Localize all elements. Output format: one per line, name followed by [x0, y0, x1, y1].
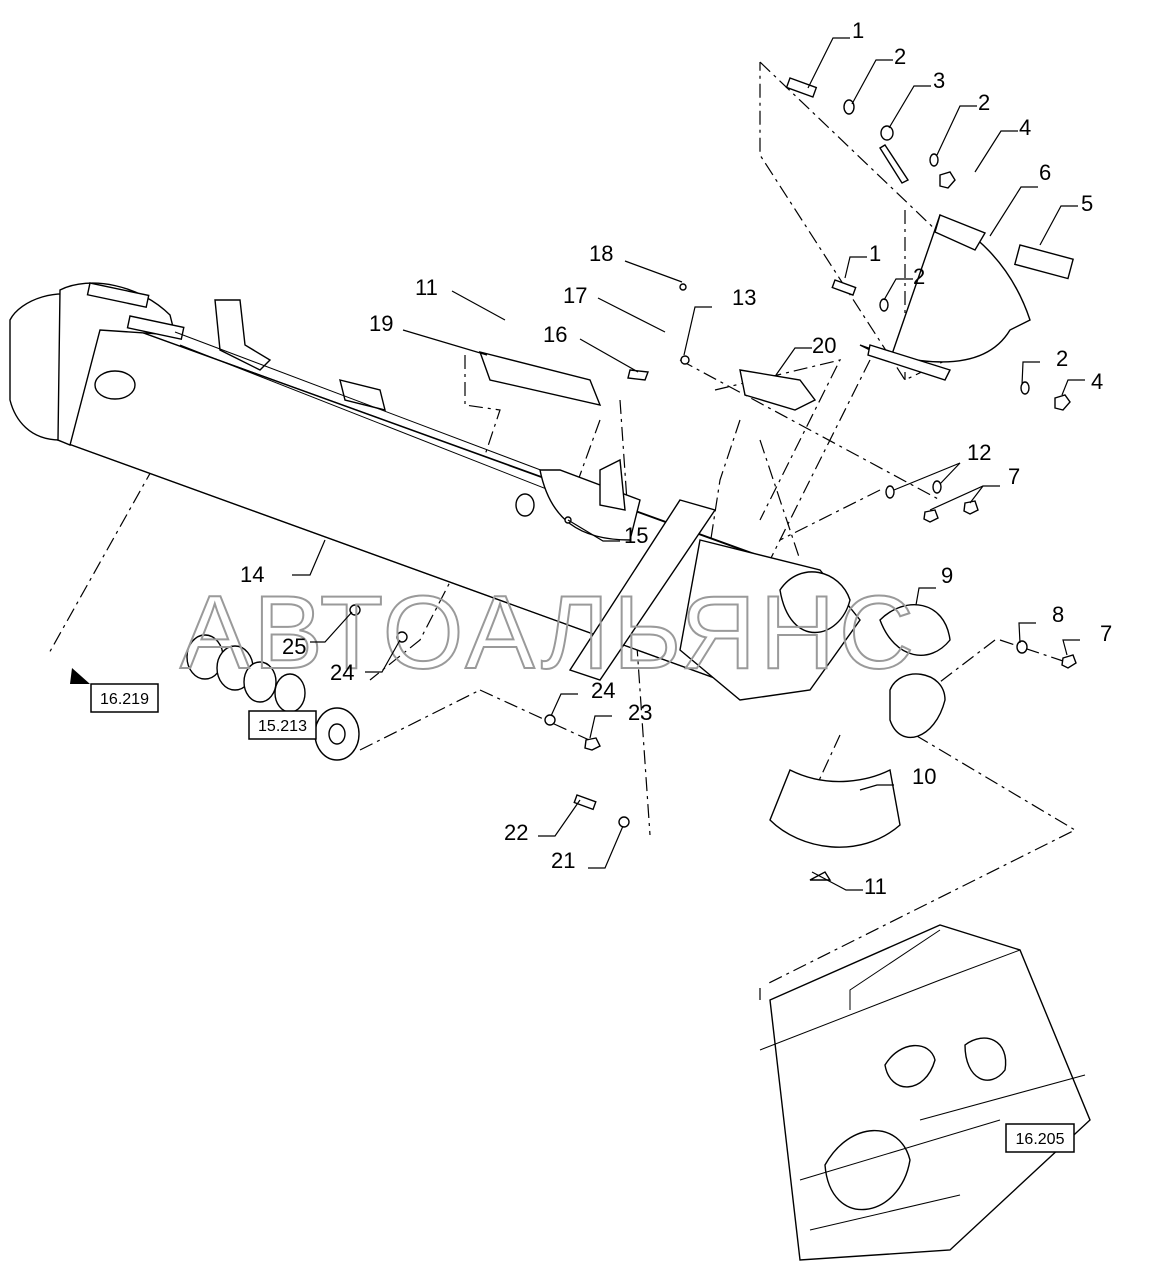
assembly-lines [47, 61, 1077, 1000]
bolt-13 [680, 355, 690, 365]
flap-19 [478, 350, 602, 406]
hardware [349, 77, 1077, 828]
shield-bottom-lip [867, 344, 951, 381]
callout-22: 22 [504, 820, 528, 845]
clip-16 [627, 369, 649, 381]
reference-label: 16.205 [1016, 1131, 1065, 1148]
bracket-15 [599, 458, 626, 511]
arrow-head [70, 668, 90, 684]
reference-16-219[interactable]: 16.219 [90, 683, 159, 713]
callout-13: 13 [732, 285, 756, 310]
callout-7: 7 [1008, 464, 1020, 489]
callout-18: 18 [589, 241, 613, 266]
bracket-20 [739, 369, 817, 411]
callout-9: 9 [941, 563, 953, 588]
auger-tube [9, 282, 801, 681]
sprocket-assembly [186, 634, 360, 761]
callout-21: 21 [551, 848, 575, 873]
tube-end [889, 673, 946, 739]
callout-8: 8 [1052, 602, 1064, 627]
housing-opening [779, 571, 851, 633]
callout-16: 16 [543, 322, 567, 347]
leader-lines [292, 37, 1085, 891]
callout-4: 4 [1091, 369, 1103, 394]
half-shell-10 [769, 768, 901, 848]
callout-25: 25 [282, 634, 306, 659]
callout-24: 24 [330, 660, 354, 685]
channel-support [568, 499, 717, 681]
callout-2: 2 [1056, 346, 1068, 371]
callout-6: 6 [1039, 160, 1051, 185]
callout-24: 24 [591, 678, 615, 703]
callout-2: 2 [913, 264, 925, 289]
clamp-9 [879, 604, 951, 656]
callout-19: 19 [369, 311, 393, 336]
pin-5 [1013, 244, 1074, 280]
callout-15: 15 [624, 523, 648, 548]
pin-18 [679, 283, 687, 291]
callout-20: 20 [812, 333, 836, 358]
hopper [759, 924, 1091, 1261]
callout-1: 1 [852, 18, 864, 43]
callout-11: 11 [864, 874, 887, 899]
reference-label: 16.219 [100, 691, 149, 708]
reference-15-213[interactable]: 15.213 [248, 710, 317, 740]
callout-23: 23 [628, 700, 652, 725]
callout-12: 12 [967, 440, 991, 465]
reference-16-205[interactable]: 16.205 [1005, 1123, 1075, 1153]
shield-flange [934, 214, 987, 251]
callout-1: 1 [869, 241, 881, 266]
callout-5: 5 [1081, 191, 1093, 216]
shell-15 [539, 469, 641, 541]
callout-14: 14 [240, 562, 264, 587]
callout-11: 11 [415, 275, 438, 300]
watermark: АВТОАЛЬЯНС [180, 575, 918, 691]
callouts: 1 2 3 2 4 6 5 18 11 17 19 16 13 1 2 20 2… [240, 18, 1112, 899]
callout-7: 7 [1100, 621, 1112, 646]
reference-label: 15.213 [258, 718, 307, 735]
callout-4: 4 [1019, 115, 1031, 140]
callout-2: 2 [894, 44, 906, 69]
callout-2: 2 [978, 90, 990, 115]
callout-17: 17 [563, 283, 587, 308]
bearing-15 [515, 493, 535, 517]
callout-10: 10 [912, 764, 936, 789]
callout-3: 3 [933, 68, 945, 93]
